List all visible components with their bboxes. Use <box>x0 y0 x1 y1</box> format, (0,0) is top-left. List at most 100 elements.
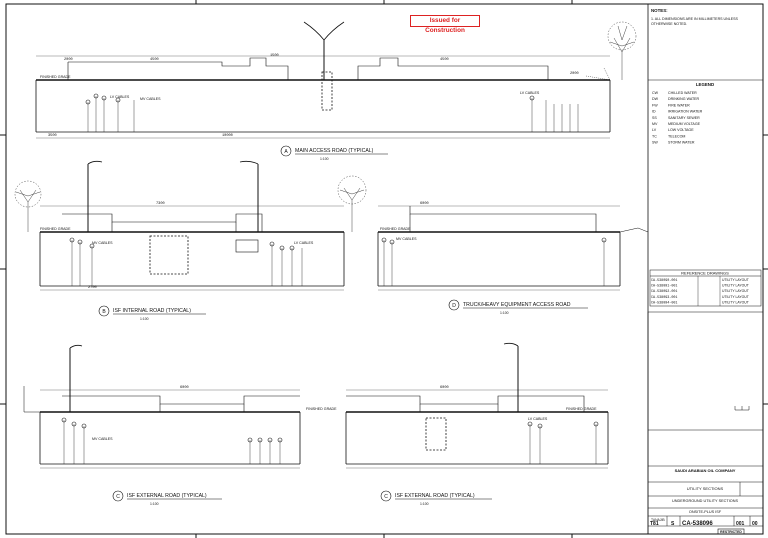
tree-icon <box>607 21 637 80</box>
reference-title: UTILITY LAYOUT <box>722 284 749 288</box>
legend-code: CW <box>652 91 659 95</box>
legend-desc: STORM WATER <box>668 141 695 145</box>
reference-number: CA-538093-001 <box>651 296 677 300</box>
tree-icon <box>337 175 367 232</box>
company-name: SAUDI ARABIAN OIL COMPANY <box>675 468 736 473</box>
legend-desc: DRINKING WATER <box>668 97 700 101</box>
reference-title: UTILITY LAYOUT <box>722 289 749 293</box>
notes-line: 1. ALL DIMENSIONS ARE IN MILLIMETERS UNL… <box>651 17 739 21</box>
mv-cable-label: MV CABLES <box>92 437 113 441</box>
issued-for-construction-stamp: Issued for Construction <box>410 15 480 34</box>
drawing-type: T81 <box>650 521 659 527</box>
sheet-number: 001 <box>736 521 745 527</box>
legend-code: FW <box>652 103 658 107</box>
classification-label: RESTRICTED <box>720 530 742 534</box>
dimension-text: 2700 <box>88 286 97 290</box>
dimension-text: 6000 <box>180 386 189 390</box>
saudi-aramco-logo <box>734 406 750 411</box>
section-title: ISF INTERNAL ROAD (TYPICAL) <box>113 308 191 314</box>
section-scale: 1:100 <box>500 311 509 315</box>
drawing-title: UNDERGROUND UTILITY SECTIONS <box>672 499 738 503</box>
reference-number: CA-538092-001 <box>651 290 677 294</box>
legend-code: DW <box>652 97 659 101</box>
section-title: MAIN ACCESS ROAD (TYPICAL) <box>295 148 374 154</box>
finished-grade-label-b: FINISHED GRADE <box>40 227 71 231</box>
legend-desc: CHILLED WATER <box>668 91 697 95</box>
section-scale: 1:100 <box>140 317 149 321</box>
legend-code: ID <box>652 110 656 114</box>
drawing-title: UTILITY SECTIONS <box>687 486 724 491</box>
section-title-a: A MAIN ACCESS ROAD (TYPICAL) 1:100 <box>280 145 388 161</box>
notes-line: OTHERWISE NOTED. <box>651 22 687 26</box>
section-c-isf-external-road-right <box>345 342 609 469</box>
legend-code: SS <box>652 116 657 120</box>
reference-title: UTILITY LAYOUT <box>722 278 749 282</box>
references-title: REFERENCE DRAWINGS <box>681 271 729 276</box>
dimension-text: 6000 <box>420 202 429 206</box>
finished-grade-label-d: FINISHED GRADE <box>380 227 411 231</box>
section-title-b: B ISF INTERNAL ROAD (TYPICAL) 1:100 <box>98 305 206 321</box>
legend-desc: MEDIUM VOLTAGE <box>668 122 701 126</box>
reference-title: UTILITY LAYOUT <box>722 295 749 299</box>
dimension-text: 1500 <box>270 54 279 58</box>
section-c-isf-external-road-left <box>23 344 301 469</box>
section-d-truck-access-road <box>377 205 649 291</box>
section-title-c1: C ISF EXTERNAL ROAD (TYPICAL) 1:100 <box>112 490 222 506</box>
lv-cable-label: LV CABLES <box>520 91 540 95</box>
mv-cable-label: MV CABLES <box>92 241 113 245</box>
drawing-number: CA-538096 <box>682 521 713 527</box>
reference-number: CA-538094-001 <box>651 301 677 305</box>
mv-cable-label: MV CABLES <box>140 97 161 101</box>
finished-grade-label-c2: FINISHED GRADE <box>566 407 597 411</box>
legend-desc: LOW VOLTAGE <box>668 128 694 132</box>
dimension-text: 7300 <box>156 202 165 206</box>
section-title: ISF EXTERNAL ROAD (TYPICAL) <box>395 493 475 499</box>
drawing-index: S <box>671 521 675 527</box>
legend-panel: LEGEND CW CHILLED WATER DW DRINKING WATER FW… <box>648 79 763 145</box>
section-title-d: D TRUCK/HEAVY EQUIPMENT ACCESS ROAD 1:10… <box>448 299 588 315</box>
plant-name: TANAJIB <box>651 518 665 522</box>
section-a-main-access-road <box>35 21 637 139</box>
section-scale: 1:100 <box>420 502 429 506</box>
section-letter: C <box>384 494 388 500</box>
legend-desc: TELECOM <box>668 134 685 138</box>
legend-code: SW <box>652 141 658 145</box>
finished-grade-label-a: FINISHED GRADE <box>40 75 71 79</box>
dimension-text: 6000 <box>440 386 449 390</box>
lv-cable-label: LV CABLES <box>110 95 130 99</box>
section-letter: A <box>284 149 288 155</box>
section-letter: B <box>102 309 106 315</box>
finished-grade-label-c1: FINISHED GRADE <box>306 407 337 411</box>
section-letter: D <box>452 303 456 309</box>
section-letter: C <box>116 494 120 500</box>
legend-desc: IRRIGATION WATER <box>668 110 703 114</box>
reference-number: CA-538090-001 <box>651 279 677 283</box>
section-title: TRUCK/HEAVY EQUIPMENT ACCESS ROAD <box>463 302 571 308</box>
reference-title: UTILITY LAYOUT <box>722 300 749 304</box>
legend-desc: SANITARY SEWER <box>668 116 700 120</box>
title-block: SAUDI ARABIAN OIL COMPANY UTILITY SECTIO… <box>647 311 764 535</box>
revision: 00 <box>752 521 758 527</box>
dimension-text: 2000 <box>64 58 73 62</box>
section-b-isf-internal-road <box>14 160 367 291</box>
legend-code: TC <box>652 134 657 138</box>
reference-number: CA-538091-001 <box>651 285 677 289</box>
section-scale: 1:100 <box>320 157 329 161</box>
dimension-text: 10000 <box>222 134 233 138</box>
dimension-text: 4500 <box>150 58 159 62</box>
dimension-text: 4500 <box>440 58 449 62</box>
legend-title: LEGEND <box>696 82 714 87</box>
notes-heading: NOTES: <box>651 8 668 13</box>
lv-cable-label: LV CABLES <box>294 241 314 245</box>
section-title: ISF EXTERNAL ROAD (TYPICAL) <box>127 493 207 499</box>
notes-panel: NOTES: 1. ALL DIMENSIONS ARE IN MILLIMET… <box>651 8 739 26</box>
dimension-text: 2000 <box>570 72 579 76</box>
drawing-title: ONSITE-PLUS ISF <box>689 510 722 514</box>
legend-code: MV <box>652 122 658 126</box>
section-scale: 1:100 <box>150 502 159 506</box>
drawing-labels: FINISHED GRADE FINISHED GRADE FINISHED G… <box>40 54 597 441</box>
legend-code: LV <box>652 128 657 132</box>
dimension-text: 3500 <box>48 134 57 138</box>
